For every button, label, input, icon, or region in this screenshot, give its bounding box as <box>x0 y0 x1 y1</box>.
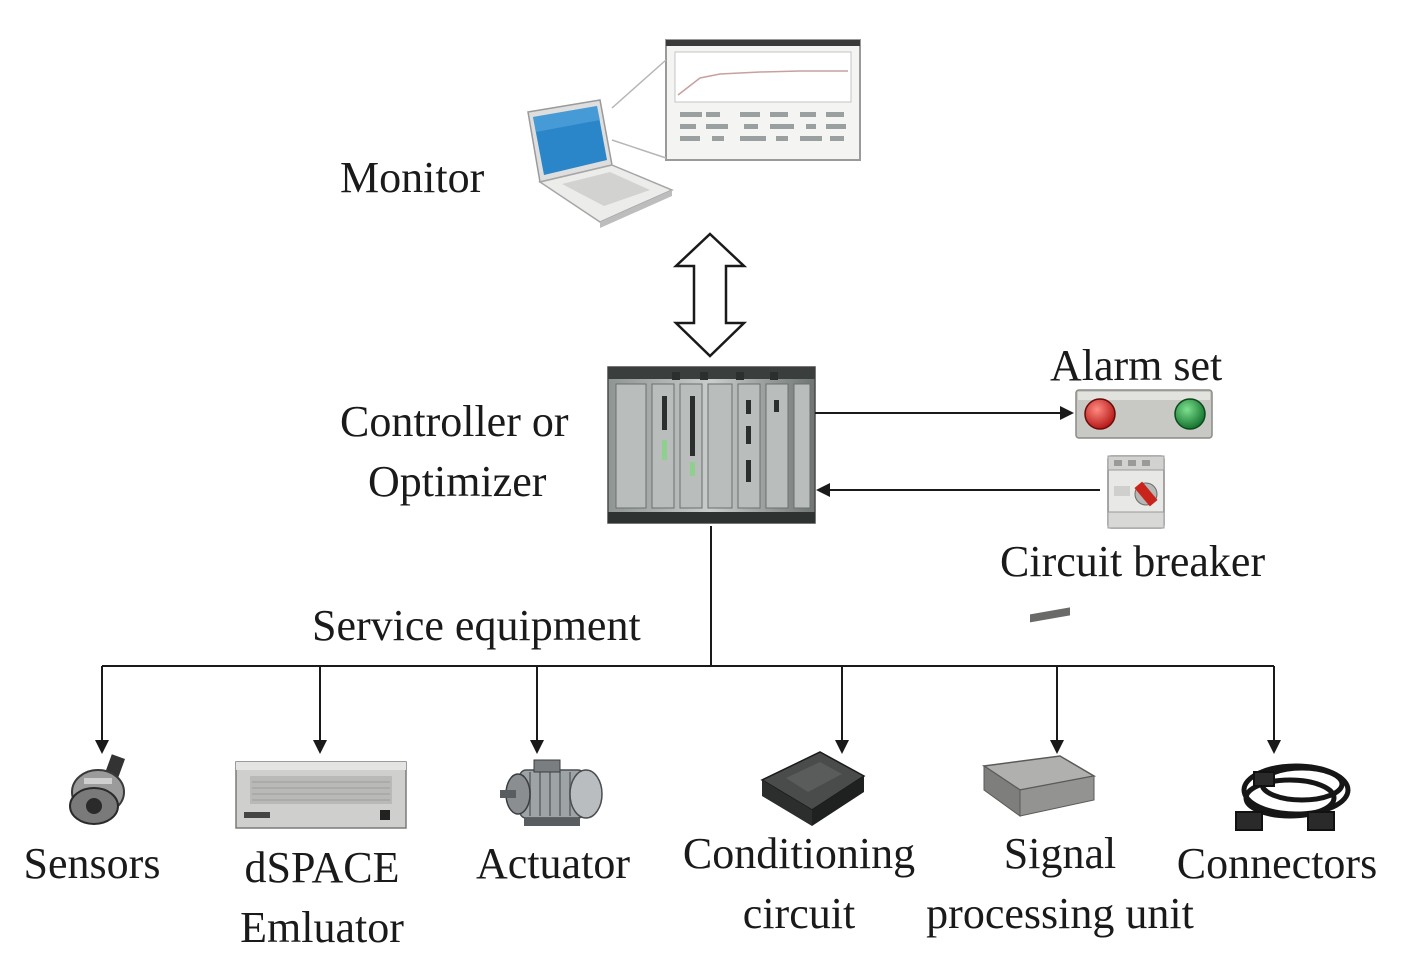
item-label-signal-line1: Signal <box>1003 829 1117 878</box>
controller-label-line1: Controller or <box>340 397 569 446</box>
alarm-set-icon <box>1075 389 1213 439</box>
sensor-icon <box>69 754 125 825</box>
alarm-set-label: Alarm set <box>1050 341 1223 390</box>
actuator-motor-icon <box>500 759 603 826</box>
item-label-sensors: Sensors <box>23 839 161 888</box>
bidirectional-arrow <box>672 232 748 358</box>
controller-label-line2: Optimizer <box>368 457 547 506</box>
monitor-label: Monitor <box>340 153 485 202</box>
item-label-dspace-line2: Emluator <box>240 903 404 952</box>
item-label-signal-line2: processing unit <box>926 889 1194 938</box>
item-label-actuator: Actuator <box>476 839 630 888</box>
dspace-emulator-icon <box>235 761 407 829</box>
controller-rack-icon <box>607 366 816 524</box>
item-label-connectors: Connectors <box>1176 839 1378 888</box>
item-label-dspace-line1: dSPACE <box>244 843 400 892</box>
service-equipment-label: Service equipment <box>312 601 641 650</box>
signal-processing-unit-icon <box>981 607 1097 817</box>
circuit-breaker-icon <box>1107 455 1165 529</box>
item-label-conditioning-line1: Conditioning <box>682 829 916 878</box>
item-label-conditioning-line2: circuit <box>742 889 856 938</box>
laptop-icon <box>527 99 674 228</box>
connections <box>95 406 1281 754</box>
circuit-breaker-label: Circuit breaker <box>1000 537 1266 586</box>
monitor-screenshot <box>611 39 861 161</box>
conditioning-circuit-icon <box>760 751 866 826</box>
connectors-cable-icon <box>1235 763 1351 831</box>
